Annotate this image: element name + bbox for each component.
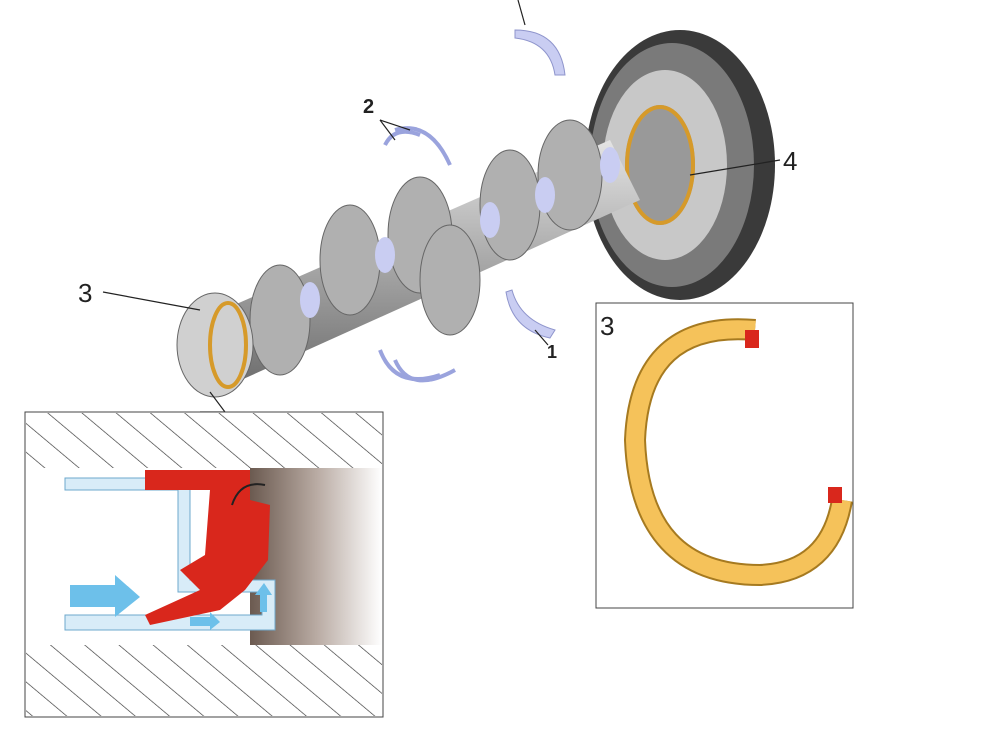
rotation-arrow-icon (231, 483, 266, 506)
seal-detail-inset (595, 302, 854, 609)
callout-3-detail: 3 (600, 311, 614, 341)
callout-2: 2 (363, 96, 374, 118)
callout-3-front: 3 (78, 278, 92, 308)
flywheel (585, 30, 775, 300)
flow-arrow-icon (190, 612, 220, 630)
flow-up-arrow-icon (255, 583, 272, 612)
rear-seal-ring (625, 105, 695, 225)
seal-cross-section-inset (24, 411, 384, 718)
front-seal-ring (208, 301, 248, 389)
callout-4: 4 (783, 146, 797, 176)
pressure-arrow-icon (70, 575, 140, 617)
callout-1: 1 (547, 342, 557, 362)
bearing-shells (505, 29, 566, 339)
crankshaft (176, 119, 640, 398)
thrust-washers (378, 126, 456, 383)
